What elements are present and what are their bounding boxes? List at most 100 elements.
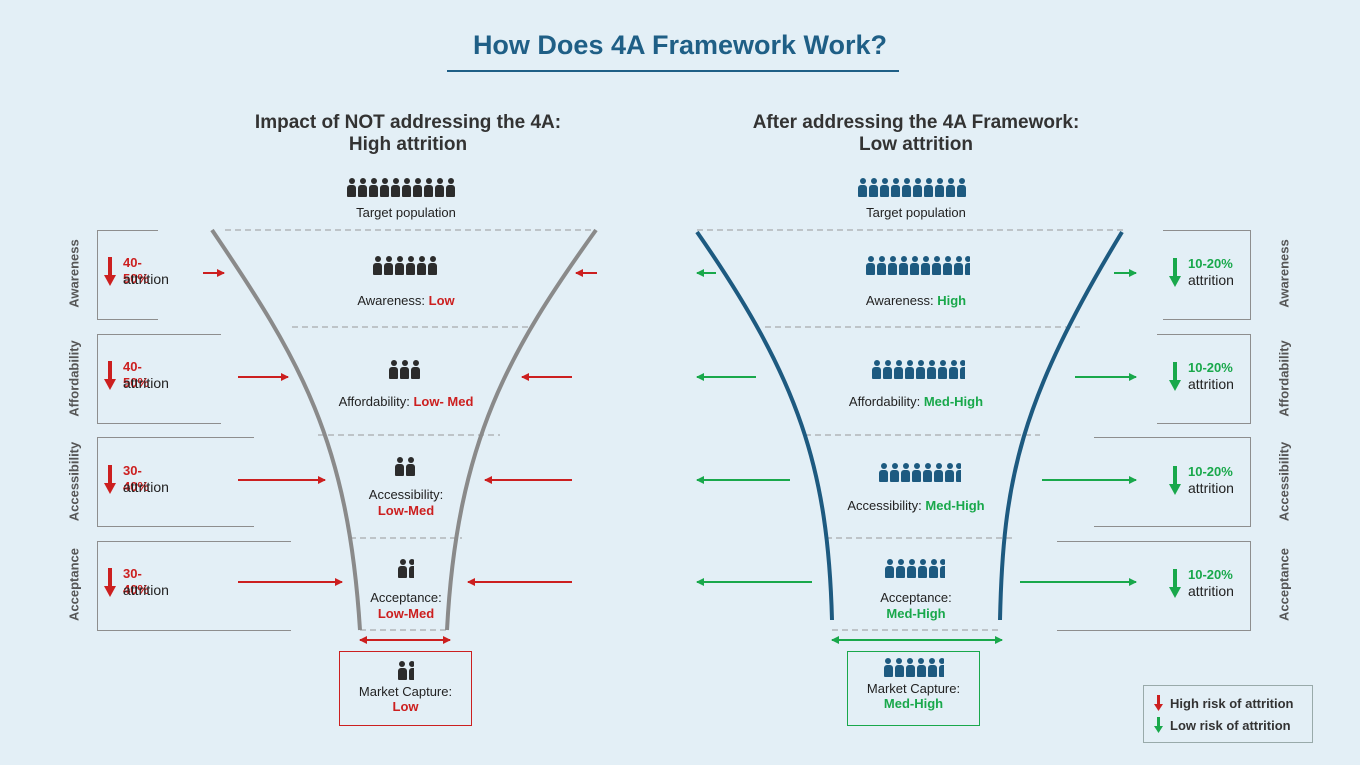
- person-icon: [400, 360, 409, 379]
- person-icon: [924, 178, 933, 197]
- right-heading-line1: After addressing the 4A Framework:: [752, 112, 1080, 133]
- person-icon: [880, 178, 889, 197]
- legend: High risk of attrition Low risk of attri…: [1143, 685, 1313, 743]
- person-icon: [945, 463, 954, 482]
- right-level-lines: [697, 229, 1125, 631]
- person-icon: [858, 178, 867, 197]
- left-affordability-people: [389, 360, 420, 379]
- person-icon: [956, 463, 961, 482]
- left-acceptance-value: Low-Med: [377, 606, 435, 621]
- left-affordability-attrition: attrition: [123, 375, 169, 391]
- left-awareness-level: Awareness: Low: [276, 293, 536, 309]
- person-icon: [883, 658, 893, 677]
- person-icon: [424, 178, 433, 197]
- right-accessibility-label: Accessibility:: [847, 498, 922, 513]
- red-down-arrow-icon: [104, 568, 116, 597]
- left-affordability-pct: 40-50%: [123, 359, 150, 390]
- right-acceptance-label: Acceptance:: [880, 590, 952, 605]
- person-icon: [891, 178, 900, 197]
- person-icon: [912, 463, 921, 482]
- left-awareness-attrition: attrition: [123, 271, 169, 287]
- person-icon: [395, 457, 404, 476]
- legend-low: Low risk of attrition: [1154, 717, 1291, 733]
- right-awareness-people: [866, 256, 970, 275]
- person-icon: [901, 463, 910, 482]
- left-awareness-pct: 40-50%: [123, 255, 150, 286]
- left-heading-line2: High attrition: [348, 134, 468, 155]
- right-acceptance-value: Med-High: [886, 606, 946, 621]
- green-down-arrow-icon: [1169, 569, 1181, 598]
- person-icon: [391, 178, 400, 197]
- right-acceptance-attrition: attrition: [1188, 583, 1234, 599]
- left-awareness-label: Awareness:: [357, 293, 426, 308]
- right-vlabel-affordability: Affordability: [1276, 340, 1292, 417]
- right-stage-box-accessibility: [1094, 437, 1251, 527]
- left-stage-box-accessibility: [97, 437, 254, 527]
- right-acceptance-level: Acceptance: Med-High: [786, 590, 1046, 622]
- person-icon: [965, 256, 970, 275]
- person-icon: [877, 256, 886, 275]
- right-awareness-label: Awareness:: [865, 293, 934, 308]
- left-acceptance-attrition: attrition: [123, 582, 169, 598]
- person-icon: [894, 658, 904, 677]
- right-heading-line2: Low attrition: [859, 134, 973, 155]
- person-icon: [916, 658, 926, 677]
- page-title: How Does 4A Framework Work?: [472, 30, 888, 60]
- green-down-arrow-icon: [1169, 258, 1181, 287]
- legend-high-label: High risk of attrition: [1170, 695, 1294, 711]
- person-icon: [934, 463, 943, 482]
- right-stage-box-awareness: [1163, 230, 1251, 320]
- person-icon: [940, 559, 945, 578]
- right-target-label: Target population: [866, 205, 966, 220]
- person-icon: [935, 178, 944, 197]
- person-icon: [943, 256, 952, 275]
- legend-low-label: Low risk of attrition: [1170, 717, 1291, 733]
- person-icon: [938, 658, 944, 677]
- right-affordability-value: Med-High: [923, 394, 984, 409]
- right-acceptance-pct: 10-20%: [1188, 567, 1233, 582]
- person-icon: [402, 178, 411, 197]
- left-level-lines: [225, 229, 595, 631]
- left-stage-box-awareness: [97, 230, 158, 320]
- left-affordability-label: Affordability:: [338, 394, 410, 409]
- person-icon: [397, 661, 407, 680]
- right-funnel-wall-left: [695, 230, 834, 621]
- left-target-people: [347, 178, 455, 197]
- right-capture-people: [848, 658, 979, 677]
- person-icon: [954, 256, 963, 275]
- right-capture-label: Market Capture:: [866, 681, 961, 696]
- person-icon: [905, 658, 915, 677]
- right-affordability-label: Affordability:: [848, 394, 921, 409]
- person-icon: [446, 178, 455, 197]
- left-capture-people: [340, 661, 471, 680]
- red-down-arrow-icon: [1154, 695, 1163, 711]
- right-awareness-pct: 10-20%: [1188, 256, 1233, 271]
- person-icon: [369, 178, 378, 197]
- person-icon: [406, 457, 415, 476]
- person-icon: [927, 658, 937, 677]
- person-icon: [888, 256, 897, 275]
- left-awareness-value: Low: [428, 293, 455, 308]
- left-capture-value: Low: [392, 699, 419, 714]
- person-icon: [406, 256, 415, 275]
- person-icon: [929, 559, 938, 578]
- person-icon: [358, 178, 367, 197]
- left-acceptance-people: [398, 559, 414, 578]
- person-icon: [347, 178, 356, 197]
- person-icon: [910, 256, 919, 275]
- left-funnel-wall-right: [445, 228, 598, 631]
- right-awareness-attrition: attrition: [1188, 272, 1234, 288]
- green-down-arrow-icon: [1154, 717, 1163, 733]
- right-accessibility-people: [879, 463, 961, 482]
- person-icon: [921, 256, 930, 275]
- left-attrition-arrows: [203, 269, 597, 644]
- right-attrition-arrows: [696, 269, 1137, 644]
- person-icon: [896, 559, 905, 578]
- right-awareness-value: High: [937, 293, 967, 308]
- left-stage-box-affordability: [97, 334, 221, 424]
- legend-high: High risk of attrition: [1154, 695, 1294, 711]
- person-icon: [389, 360, 398, 379]
- right-funnel-wall-right: [998, 230, 1124, 621]
- person-icon: [957, 178, 966, 197]
